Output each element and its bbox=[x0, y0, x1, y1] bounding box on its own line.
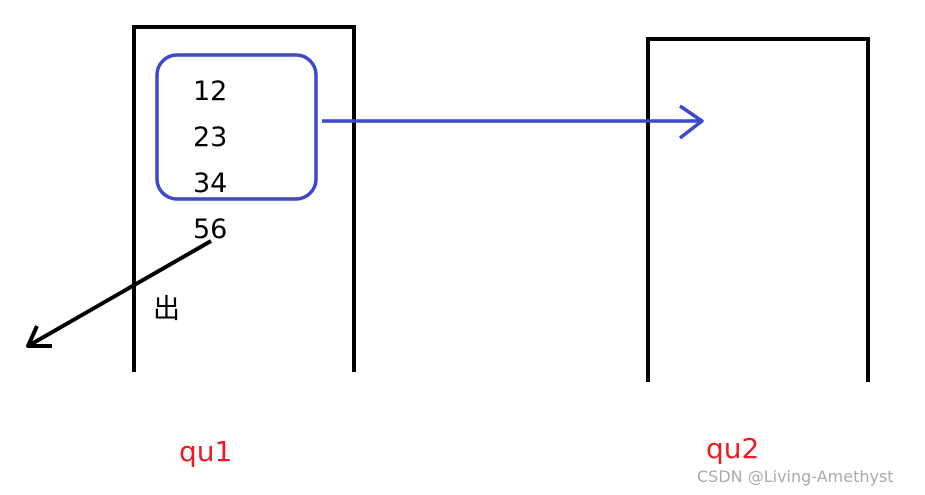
move-arrow-head bbox=[678, 104, 704, 140]
queue1-item: 56 bbox=[193, 214, 227, 245]
queue2-container bbox=[646, 37, 870, 382]
dequeue-arrow-head bbox=[26, 325, 52, 348]
queue1-container bbox=[132, 25, 356, 372]
queue1-item: 34 bbox=[193, 168, 227, 199]
watermark: CSDN @Living-Amethyst bbox=[697, 467, 894, 486]
queue1-item: 12 bbox=[193, 76, 227, 107]
queue1-label: qu1 bbox=[179, 435, 232, 468]
dequeue-arrow bbox=[27, 239, 212, 348]
queue1-item: 23 bbox=[193, 122, 227, 153]
move-selection-box bbox=[155, 53, 318, 201]
dequeue-label: 出 bbox=[153, 294, 180, 325]
queue2-label: qu2 bbox=[706, 432, 759, 465]
